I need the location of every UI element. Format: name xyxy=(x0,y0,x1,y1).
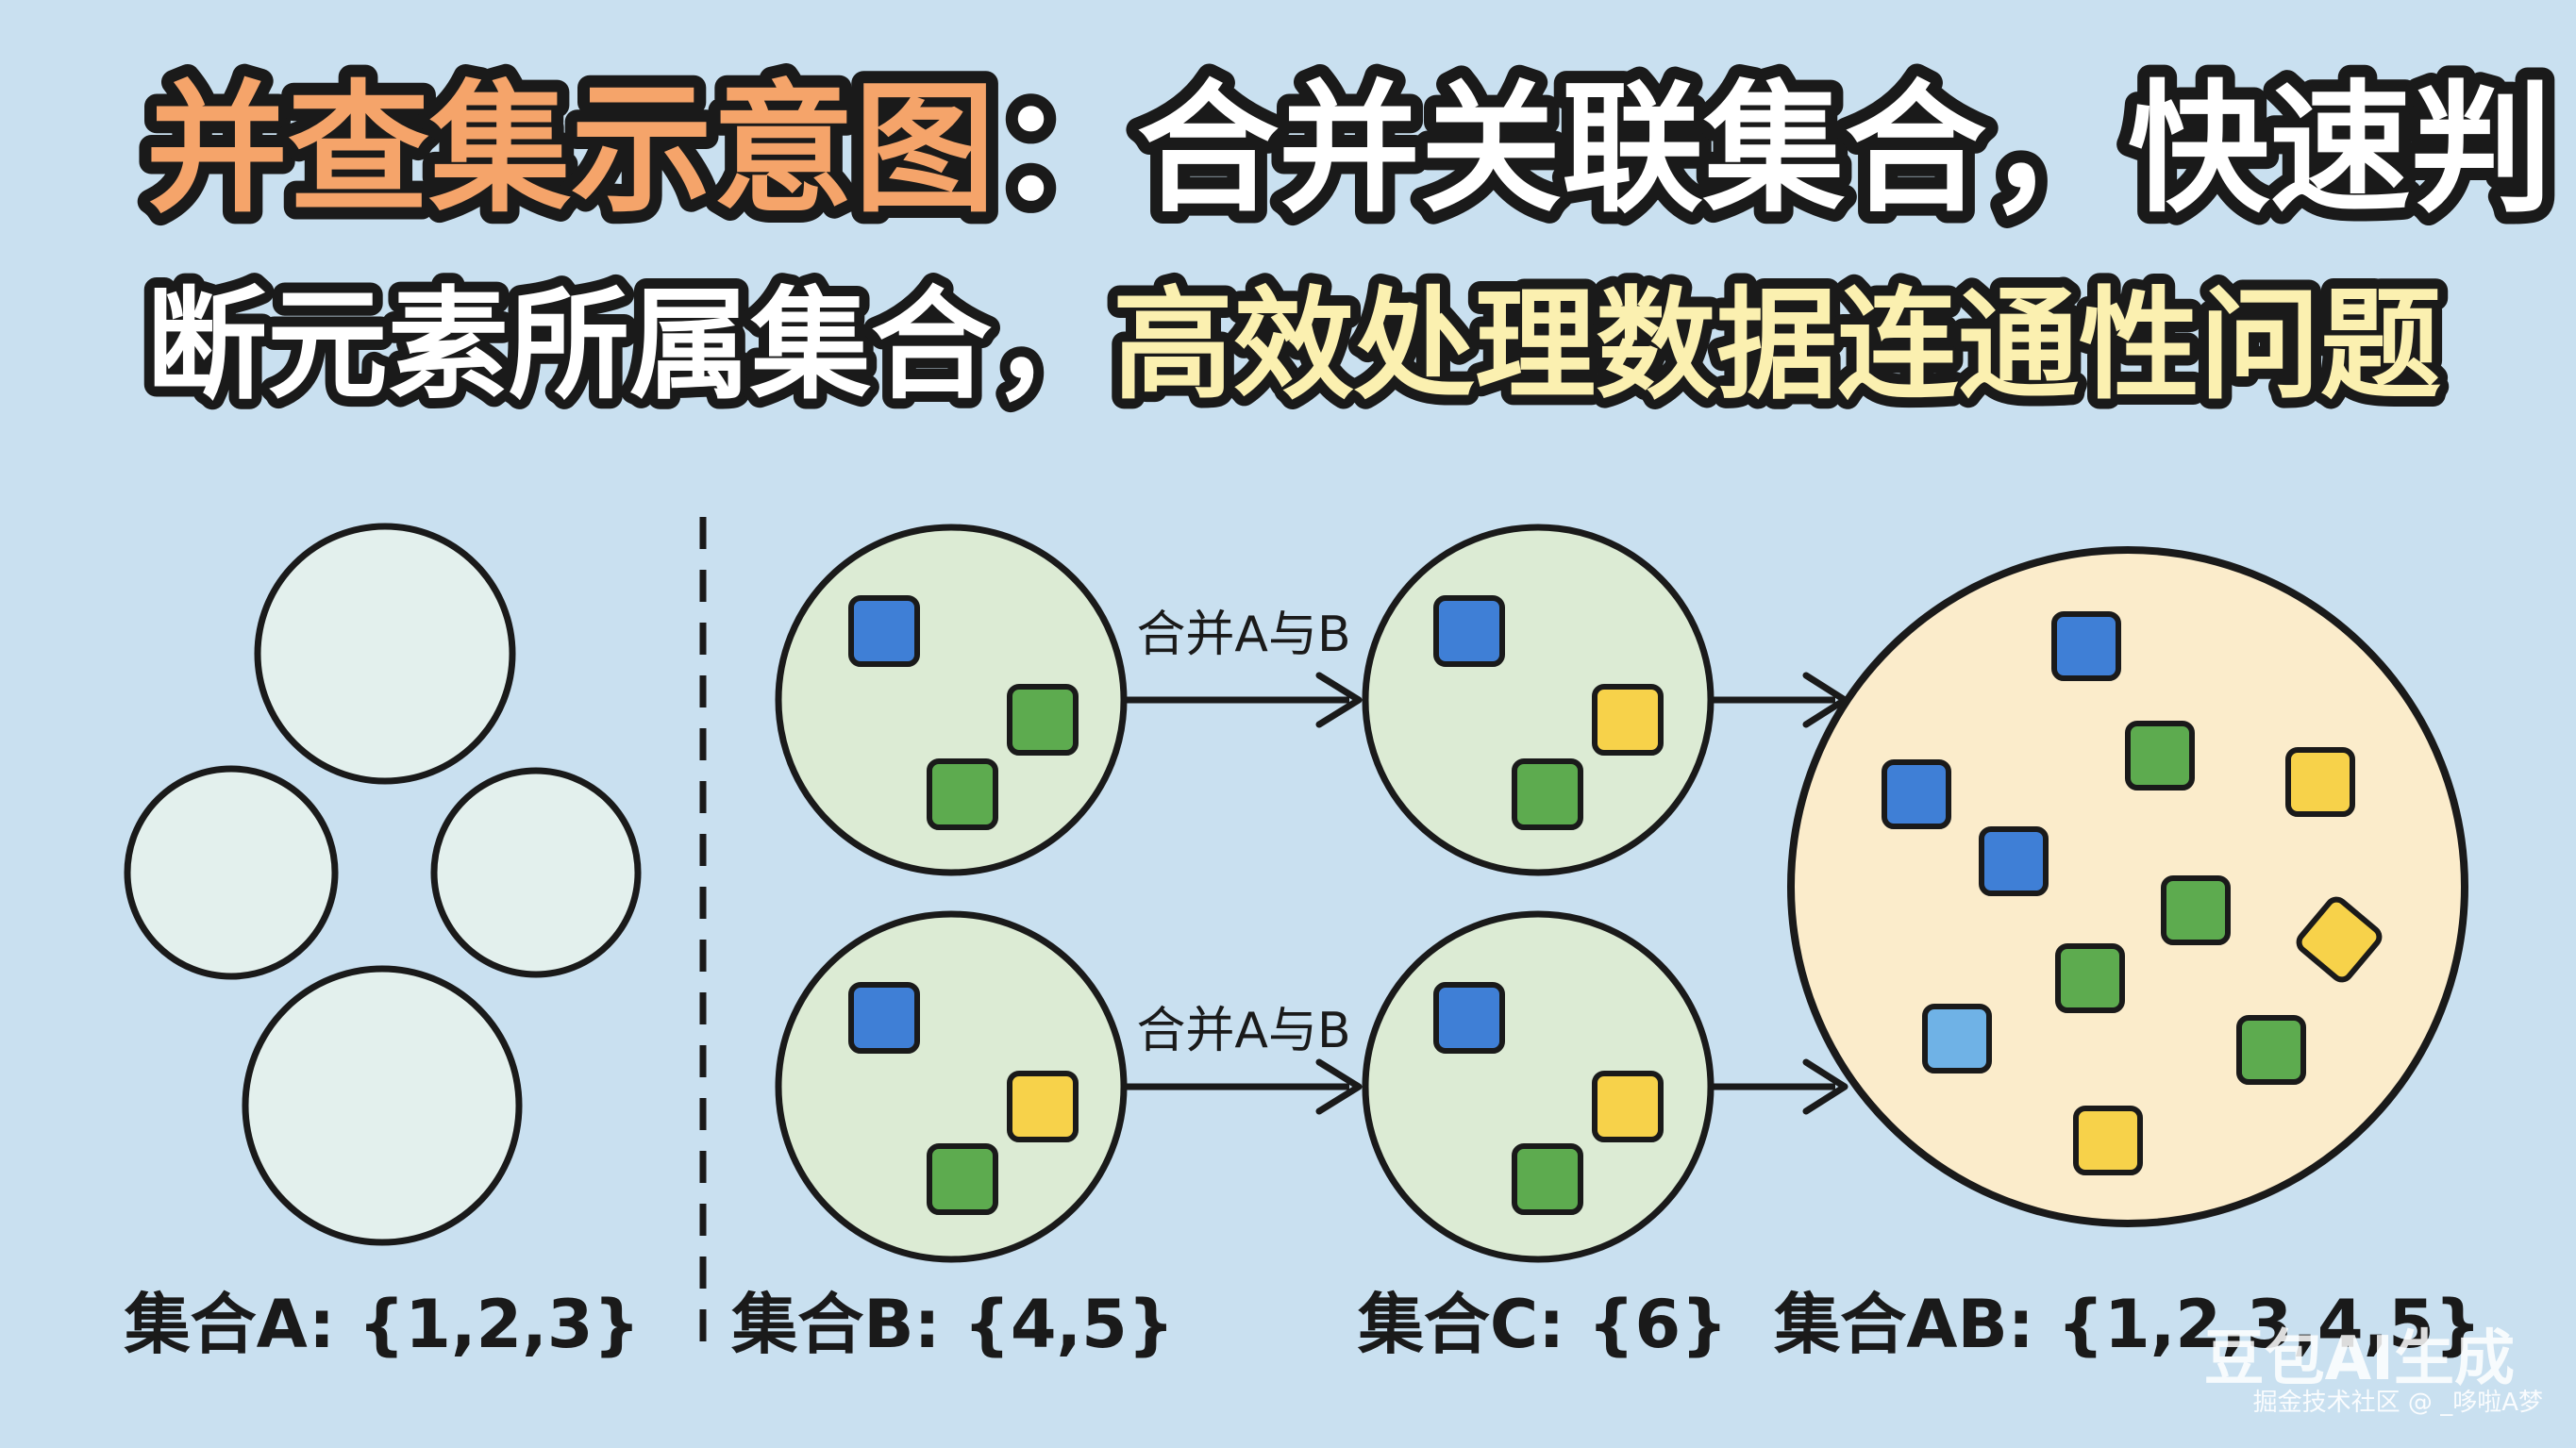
caption-set-c: 集合C: {6} xyxy=(1357,1286,1728,1363)
title-line-1-rest: ：合并关联集合，快速判 xyxy=(995,68,2552,232)
title-highlight-orange: 并查集示意图 xyxy=(146,68,995,232)
set-a-circle-top xyxy=(254,523,516,785)
merge-label-top: 合并A与B xyxy=(1136,607,1350,663)
caption-set-ab: 集合AB: {1,2,3,4,5} xyxy=(1773,1286,2481,1363)
square-blue xyxy=(848,595,920,667)
square-green xyxy=(2125,721,2195,791)
arrowhead-icon xyxy=(1802,1058,1848,1115)
watermark-credit: 掘金技术社区 @ _哆啦A梦 xyxy=(2253,1389,2543,1417)
square-green xyxy=(1512,758,1583,830)
title-line-1: 并查集示意图：合并关联集合，快速判 xyxy=(146,68,2552,232)
square-green xyxy=(927,758,998,830)
set-a-circle-left xyxy=(124,765,339,980)
square-green xyxy=(2055,943,2125,1013)
title-highlight-yellow: 高效处理数据连通性问题 xyxy=(1112,275,2441,416)
square-blue xyxy=(2051,611,2121,681)
square-yellow xyxy=(1592,684,1664,756)
square-yellow xyxy=(2073,1106,2143,1175)
square-yellow xyxy=(2285,747,2355,817)
square-yellow xyxy=(1592,1071,1664,1142)
square-green xyxy=(927,1143,998,1215)
arrowhead-icon xyxy=(1315,672,1363,728)
set-a-circle-bottom xyxy=(242,965,523,1246)
set-a-circle-right xyxy=(430,767,642,978)
square-green xyxy=(2161,875,2231,945)
square-blue xyxy=(1433,982,1505,1054)
watermark-brand: 豆包AI生成 xyxy=(2204,1324,2515,1394)
square-green xyxy=(1007,684,1079,756)
caption-set-a: 集合A: {1,2,3} xyxy=(124,1286,641,1363)
square-green xyxy=(1512,1143,1583,1215)
square-blue xyxy=(1433,595,1505,667)
square-blue xyxy=(1979,826,2049,896)
arrowhead-icon xyxy=(1315,1058,1363,1115)
set-a-cluster xyxy=(124,523,642,1246)
caption-set-b: 集合B: {4,5} xyxy=(730,1286,1174,1363)
square-blue xyxy=(1882,759,1951,829)
title-line-2-rest: 断元素所属集合， xyxy=(146,275,1112,416)
merge-label-bottom: 合并A与B xyxy=(1136,1003,1350,1059)
square-green xyxy=(2236,1015,2306,1085)
square-yellow-tilted xyxy=(2296,896,2383,983)
title-line-2: 断元素所属集合，高效处理数据连通性问题 xyxy=(146,275,2441,416)
square-blue xyxy=(848,982,920,1054)
square-yellow xyxy=(1007,1071,1079,1142)
square-light-blue xyxy=(1922,1004,1992,1074)
